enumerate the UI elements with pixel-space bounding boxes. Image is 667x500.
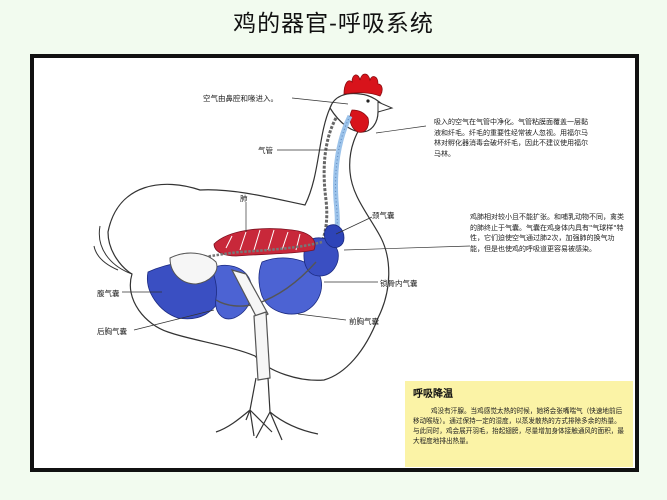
slide-title: 鸡的器官-呼吸系统 — [233, 11, 434, 37]
femur — [230, 269, 269, 321]
label-clavicular-air-sac: 颈气囊 — [372, 211, 395, 220]
leg-right — [255, 377, 319, 441]
chicken-comb — [343, 73, 383, 97]
label-lung: 肺 — [240, 194, 248, 203]
label-posterior-air-sac: 后胸气囊 — [97, 327, 127, 336]
chicken-eye — [366, 99, 370, 103]
pelvis — [169, 252, 218, 285]
lung-ribs — [225, 229, 301, 251]
tail-feathers — [93, 225, 133, 275]
label-abdominal-air-sac: 腹气囊 — [97, 289, 120, 298]
cooling-text: 鸡没有汗腺。当鸡感觉太热的时候，她将会张嘴喘气（快速地前后移动喉咙）。通过保持一… — [413, 407, 624, 445]
chicken-wattle — [349, 109, 369, 133]
label-thoracic-air-sac: 锁骨内气囊 — [380, 279, 418, 288]
cooling-title: 呼吸降温 — [413, 389, 453, 400]
label-trachea: 气管 — [258, 146, 273, 155]
tibia — [253, 311, 271, 381]
lung — [213, 228, 316, 257]
leg-left — [215, 377, 273, 437]
trachea-note: 吸入的空气在气管中净化。气管粘膜面覆盖一层黏液和纤毛。纤毛的重要性经常被人忽视。… — [434, 118, 588, 158]
clavicular-air-sac — [324, 224, 345, 248]
chicken-beak — [377, 101, 394, 113]
respiratory-cooling-box: 呼吸降温 鸡没有汗腺。当鸡感觉太热的时候，她将会张嘴喘气（快速地前后移动喉咙）。… — [405, 381, 633, 467]
label-anterior-air-sac: 前胸气囊 — [349, 317, 379, 326]
lung-note: 鸡肺相对较小且不能扩张。和哺乳动物不同，禽类的肺终止于气囊。气囊在鸡身体内具有"… — [470, 213, 624, 253]
label-nostril: 空气由鼻腔和喙进入。 — [203, 94, 278, 103]
leader-lines — [122, 97, 471, 331]
